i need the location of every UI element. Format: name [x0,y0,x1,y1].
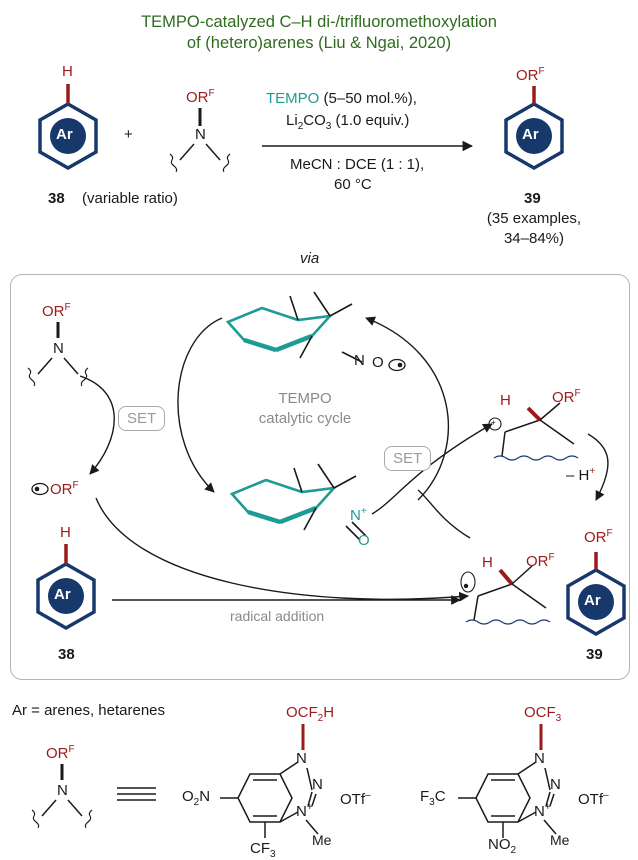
reagent1-n2: N [312,776,323,793]
product-note-1: (35 examples, [486,210,582,227]
radical-combine-arrow [95,497,469,602]
set-right-arrow-out [371,423,493,515]
reagent2-n3: N+ [534,802,551,820]
ar-label-top: Ar [56,126,73,143]
reagent2-me: Me [550,832,570,848]
cation-or-label: ORF [552,388,581,406]
reagent1-me: Me [312,832,332,848]
h-label-top: H [62,63,73,80]
cycle-center-line-1: TEMPO [278,390,332,407]
reagent2-bottom-group: NO2 [488,836,517,856]
reagent-1-structure [220,724,319,838]
or-radical-label: ORF [50,480,79,498]
cycle-center-line-2: catalytic cycle [258,410,352,427]
product-note-2: 34–84%) [503,230,565,247]
reagent1-left-group: O2N [182,788,211,808]
cation-h-label: H [500,392,511,409]
via-label: via [300,250,320,267]
radical-adduct [460,565,551,625]
ar-label-cycle: Ar [54,586,71,603]
n-label-cycle: N [53,340,64,357]
minus-h-plus-label: – H+ [566,466,596,484]
deprotonation-arrow [587,433,609,501]
catalytic-cycle-panel [10,274,630,680]
plus-sign: + [124,126,133,143]
n-or-reagent-top [169,108,231,173]
n-or-reagent-cycle [27,322,89,387]
or-label-product-top: ORF [516,66,545,84]
oxoammonium-n-label: N+ [350,506,367,524]
reagent2-left-group: F3C [420,788,446,808]
set-left-badge: SET [118,406,166,431]
arene-38-top [38,84,98,171]
tempo-o-label: O [372,354,384,371]
n-label-bottom: N [57,782,68,799]
or-label-top: ORF [186,88,215,106]
n-or-reagent-bottom [31,764,93,829]
radical-or-label: ORF [526,552,555,570]
reagent1-n1: N [296,750,307,767]
or-label-product-cycle: ORF [584,528,613,546]
set-left-arrow [79,375,115,475]
reagent2-n1: N [534,750,545,767]
oxoammonium-structure [229,463,367,541]
n-label-top: N [195,126,206,143]
condition-base: Li2CO3 (1.0 equiv.) [286,112,410,132]
ar-label-product-cycle: Ar [584,592,601,609]
condition-tempo: TEMPO (5–50 mol.%), [266,90,417,107]
set-right-arrow-in [417,489,471,539]
reagent1-n3: N+ [296,802,313,820]
or-label-cycle: ORF [42,302,71,320]
or-radical-dot [31,482,49,496]
compound-39-label: 39 [524,190,541,207]
equivalence-sign [117,787,156,801]
reagent1-bottom-group: CF3 [250,840,276,860]
reagent1-top-group: OCF2H [286,704,335,724]
tempo-radical-structure [225,291,406,372]
arene-39-cycle [566,552,626,637]
set-right-badge: SET [384,446,432,471]
radical-addition-label: radical addition [230,608,325,624]
title-line-2: of (hetero)arenes (Liu & Ngai, 2020) [186,34,452,52]
h-label-cycle: H [60,524,71,541]
condition-temperature: 60 °C [334,176,372,193]
oxoammonium-o-label: O [358,532,370,549]
or-label-bottom: ORF [46,744,75,762]
cation-adduct [488,402,579,461]
ar-definition: Ar = arenes, hetarenes [12,702,166,719]
reagent1-counterion: OTf– [340,790,371,808]
radical-h-label: H [482,554,493,571]
compound-38-label: 38 [48,190,65,207]
ar-label-product-top: Ar [522,126,539,143]
reagent2-n2: N [550,776,561,793]
cycle-39-label: 39 [586,646,603,663]
reagent2-top-group: OCF3 [524,704,562,724]
reagent-2-structure [458,724,557,838]
substrate-note: (variable ratio) [82,190,178,207]
title-line-1: TEMPO-catalyzed C–H di-/trifluoromethoxy… [141,13,497,31]
tempo-n-label: N [354,352,365,369]
cycle-arc-right [365,316,450,501]
reagent2-counterion: OTf– [578,790,609,808]
cycle-38-label: 38 [58,646,75,663]
arene-38-cycle [36,544,96,631]
cycle-arc-left [177,317,223,493]
condition-solvent: MeCN : DCE (1 : 1), [290,156,425,173]
arene-39-top [504,86,564,171]
cation-plus: + [491,418,496,427]
